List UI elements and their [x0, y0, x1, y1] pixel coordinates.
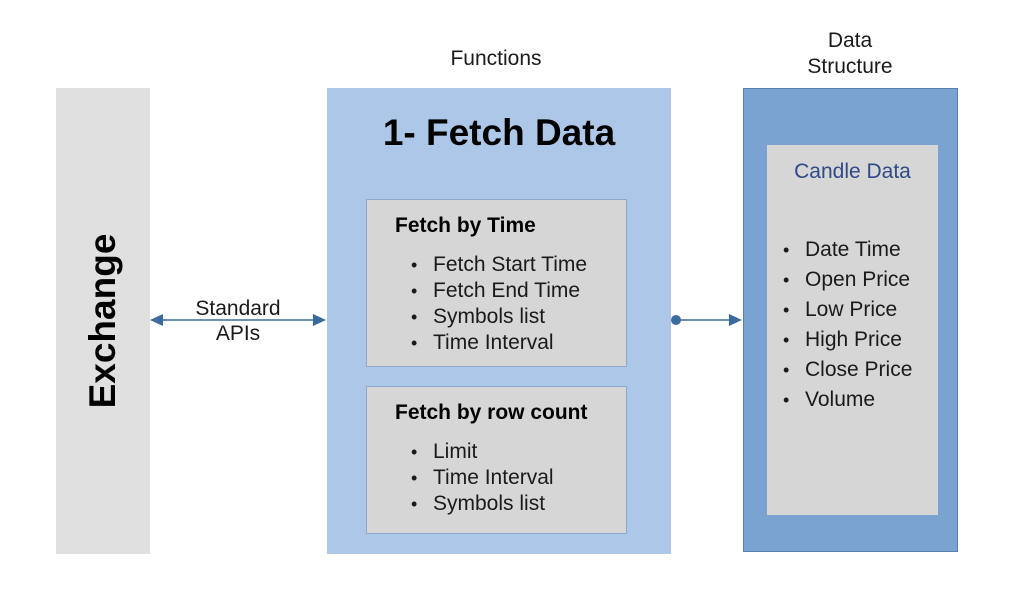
list-item: • Limit — [411, 439, 554, 465]
fetch-data-title: 1- Fetch Data — [382, 112, 616, 153]
list-item: • Fetch Start Time — [411, 252, 587, 278]
bullet-icon: • — [411, 494, 418, 514]
arrowhead-left-icon — [150, 314, 163, 326]
list-item-label: Fetch End Time — [433, 279, 581, 302]
list-item-label: Time Interval — [433, 331, 554, 354]
bullet-icon: • — [411, 307, 418, 327]
fetch-by-time-list: • Fetch Start Time • Fetch End Time • Symbo… — [411, 252, 587, 356]
bullet-icon: • — [783, 270, 790, 290]
list-item-label: Limit — [433, 440, 478, 463]
list-item: • Time Interval — [411, 465, 554, 491]
list-item: • Time Interval — [411, 330, 587, 356]
bullet-icon: • — [783, 330, 790, 350]
list-item-label: Fetch Start Time — [433, 253, 588, 276]
list-item: • High Price — [783, 325, 912, 355]
bullet-icon: • — [411, 281, 418, 301]
list-item: • Close Price — [783, 355, 912, 385]
list-item-label: Symbols list — [433, 492, 546, 515]
candle-data-box — [767, 145, 938, 515]
bullet-icon: • — [411, 442, 418, 462]
list-item: • Symbols list — [411, 304, 587, 330]
bullet-icon: • — [783, 360, 790, 380]
bullet-icon: • — [411, 255, 418, 275]
list-item-label: Low Price — [805, 298, 898, 321]
fetch-by-row-count-list: • Limit • Time Interval • Symbols list — [411, 439, 554, 517]
list-item: • Date Time — [783, 235, 912, 265]
list-item: • Symbols list — [411, 491, 554, 517]
candle-data-title: Candle Data — [794, 160, 911, 183]
arrowhead-right-icon — [313, 314, 326, 326]
list-item-label: Open Price — [805, 268, 911, 291]
list-item: • Volume — [783, 385, 912, 415]
list-item-label: Symbols list — [433, 305, 546, 328]
exchange-box: Exchange — [56, 88, 150, 554]
api-label-line1: Standard — [195, 297, 281, 320]
fetch-by-row-count-box: Fetch by row count • Limit • Time Interval… — [366, 386, 627, 534]
list-item-label: High Price — [805, 328, 902, 351]
list-item-label: Time Interval — [433, 466, 554, 489]
list-item-label: Close Price — [805, 358, 913, 381]
bullet-icon: • — [783, 240, 790, 260]
standard-apis-arrow — [150, 314, 326, 326]
functions-column-title: Functions — [450, 47, 542, 70]
bullet-icon: • — [783, 300, 790, 320]
data-structure-title-line2: Structure — [807, 55, 893, 78]
data-structure-column-title: Data Structure — [780, 28, 920, 80]
list-item: • Fetch End Time — [411, 278, 587, 304]
standard-apis-label: Standard APIs — [186, 296, 290, 346]
fetch-by-time-title: Fetch by Time — [395, 214, 536, 237]
api-label-line2: APIs — [215, 322, 261, 345]
list-item: • Open Price — [783, 265, 912, 295]
list-item-label: Date Time — [805, 238, 901, 261]
fetch-by-row-count-title: Fetch by row count — [395, 401, 588, 424]
bullet-icon: • — [411, 468, 418, 488]
bullet-icon: • — [411, 333, 418, 353]
candle-data-list: • Date Time • Open Price • Low Price • High … — [783, 235, 912, 415]
list-item-label: Volume — [805, 388, 876, 411]
fetch-by-time-box: Fetch by Time • Fetch Start Time • Fetch E… — [366, 199, 627, 367]
list-item: • Low Price — [783, 295, 912, 325]
data-structure-title-line1: Data — [827, 29, 873, 52]
bullet-icon: • — [783, 390, 790, 410]
arrowhead-right-icon — [729, 314, 742, 326]
data-structure-arrow — [671, 314, 742, 326]
